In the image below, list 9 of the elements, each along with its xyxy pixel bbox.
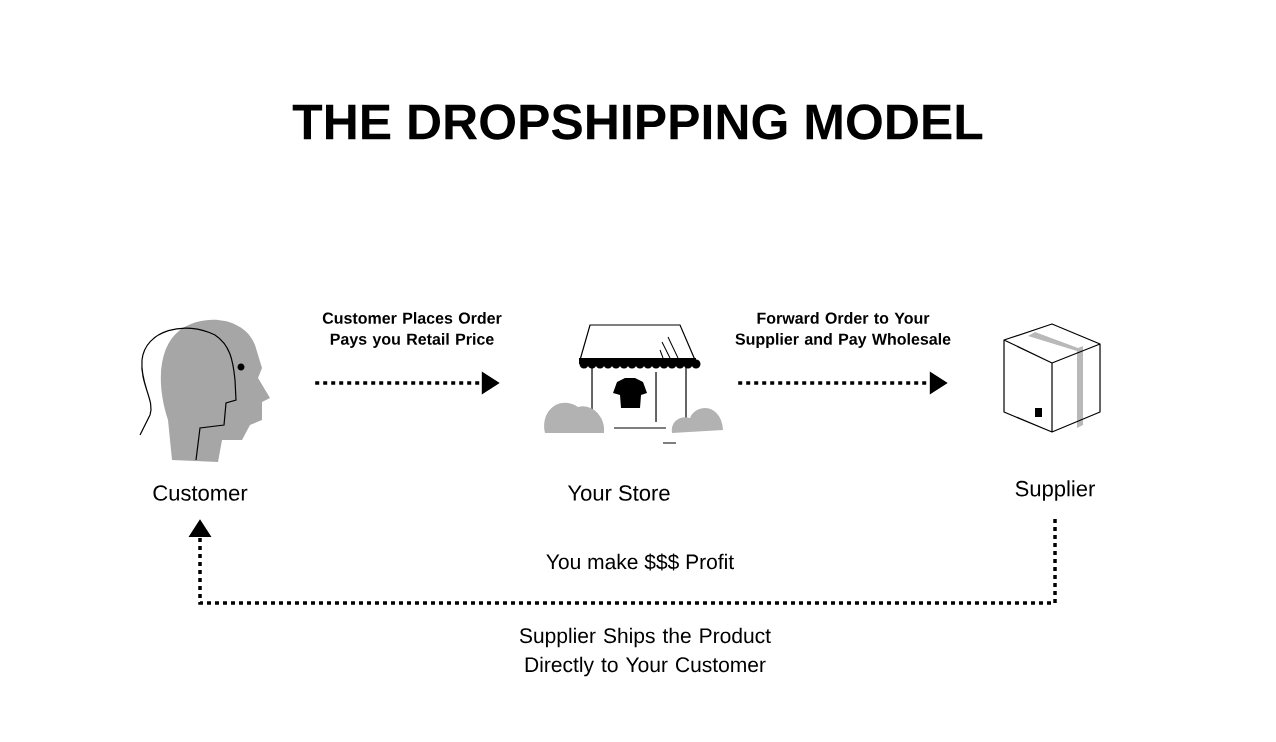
node-label: Supplier <box>1015 480 1095 501</box>
edge-label: Supplier Ships the Product Directly to Your Customer <box>519 627 771 677</box>
edge-label: Customer Places Order Pays you Retail Price <box>322 312 502 348</box>
node-label: Customer <box>153 485 248 501</box>
node-label: Your Store <box>567 485 670 501</box>
arrow <box>188 519 1057 605</box>
edge-label: Forward Order to Your Supplier and Pay Wholesale <box>735 312 951 348</box>
note: You make $$$ Profit <box>546 553 734 571</box>
title: THE DROPSHIPPING MODEL <box>292 104 983 140</box>
